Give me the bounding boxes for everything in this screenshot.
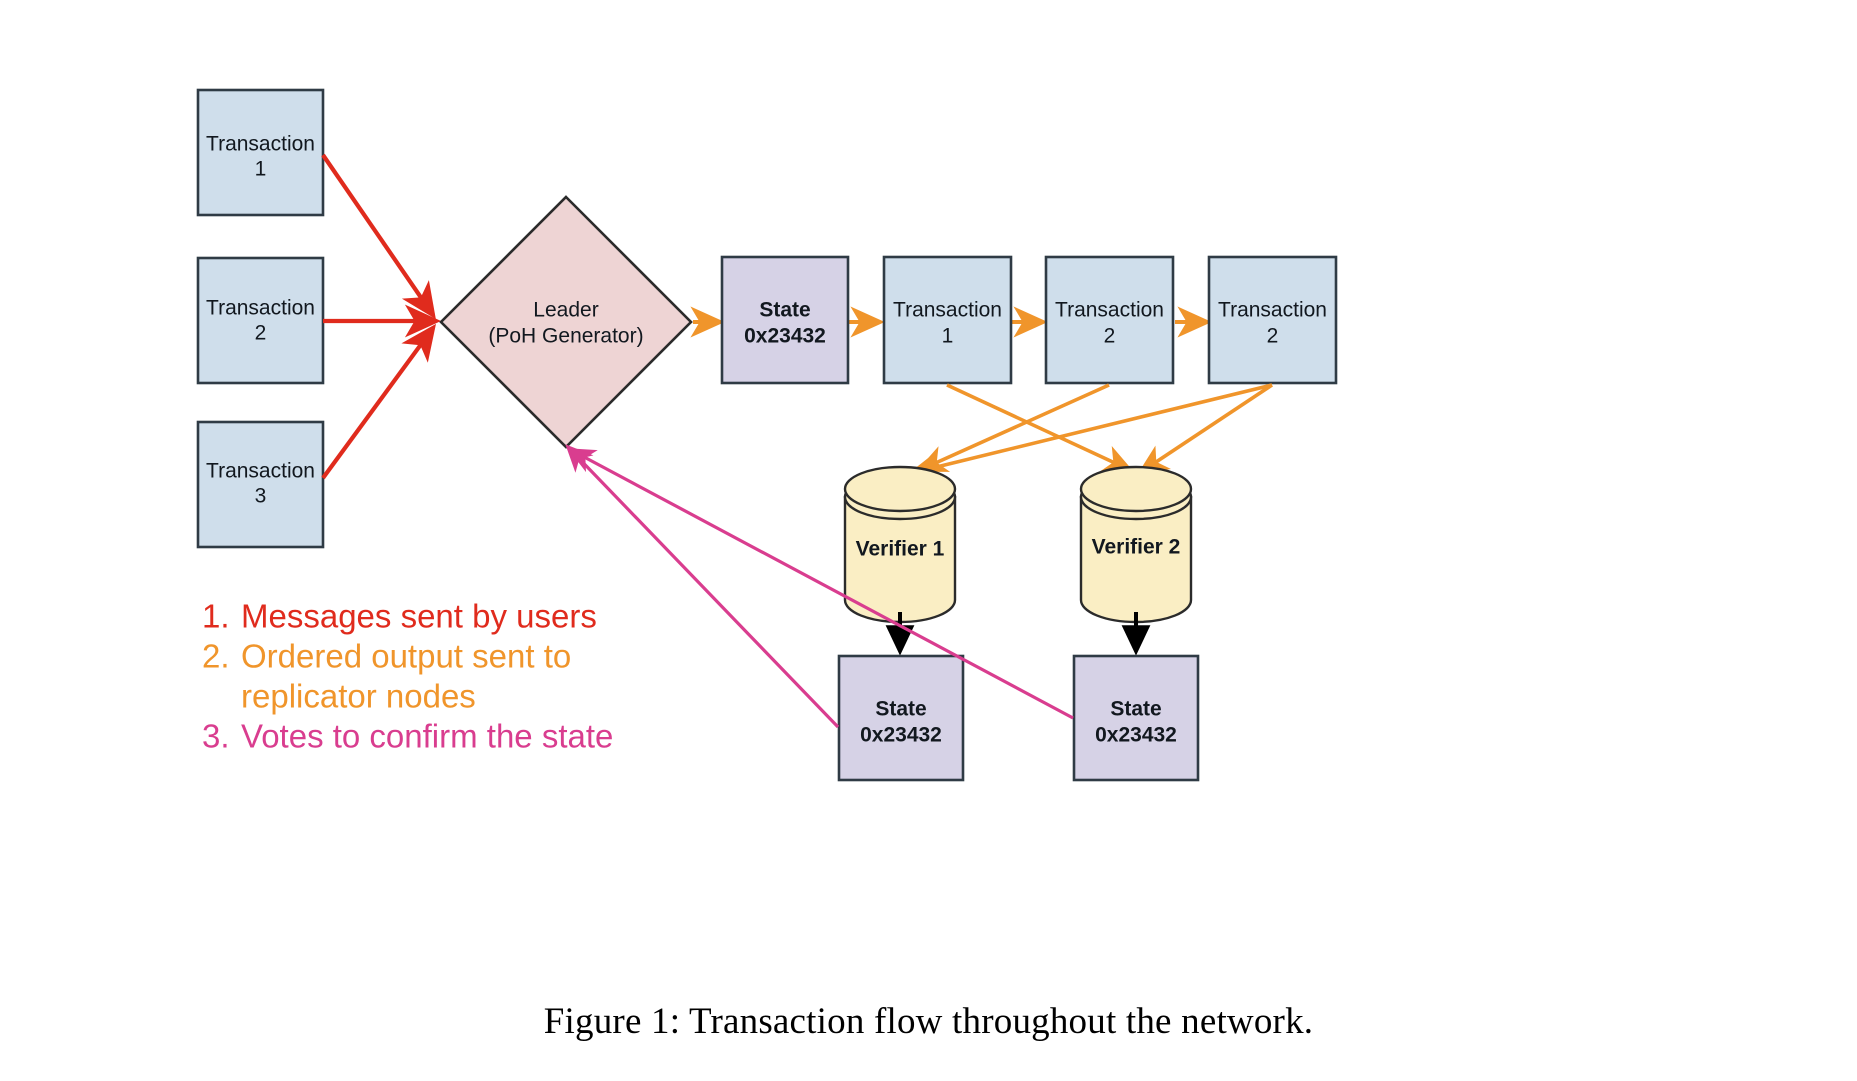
legend-item-3-number: 3. [202, 718, 230, 755]
legend-item-2-number: 2. [202, 638, 230, 675]
verifier-2-state-line2: 0x23432 [1095, 724, 1177, 747]
input-transaction-2-line1: Transaction [206, 297, 315, 320]
legend-item-3-text: Votes to confirm the state [241, 718, 613, 755]
ledger-transaction-2[interactable]: Transaction 2 [1044, 255, 1175, 385]
arrow-tx3-to-verifier1 [907, 383, 1273, 481]
input-transaction-3-line1: Transaction [206, 460, 315, 483]
input-transaction-3[interactable]: Transaction 3 [196, 420, 325, 549]
input-transaction-3-line2: 3 [255, 485, 267, 508]
verifier-2-state-line1: State [1110, 698, 1161, 721]
ledger-tx3-line1: Transaction [1218, 299, 1327, 322]
legend-item-2-text: Ordered output sent to [241, 638, 571, 675]
legend-item-2-text-line2: replicator nodes [241, 678, 476, 715]
leader-label-line2: (PoH Generator) [488, 325, 643, 348]
input-transaction-2[interactable]: Transaction 2 [196, 256, 325, 385]
legend: 1. Messages sent by users 2. Ordered out… [202, 598, 613, 755]
ledger-tx2-line2: 2 [1104, 325, 1116, 348]
ledger-state-line2: 0x23432 [744, 325, 826, 348]
verifier-2-state-box[interactable]: State 0x23432 [1072, 654, 1200, 782]
arrow-user-tx1 [321, 153, 436, 320]
input-transaction-1-line2: 1 [255, 158, 267, 181]
arrow-tx1-to-verifier2 [946, 383, 1134, 472]
ledger-tx3-line2: 2 [1267, 325, 1279, 348]
arrow-tx2-to-verifier1 [916, 383, 1110, 472]
verifier-1-state-box[interactable]: State 0x23432 [837, 654, 965, 782]
ledger-transaction-1[interactable]: Transaction 1 [882, 255, 1013, 385]
input-transaction-1[interactable]: Transaction 1 [196, 88, 325, 217]
arrow-tx3-to-verifier2 [1137, 383, 1273, 475]
verifier-1-state-line2: 0x23432 [860, 724, 942, 747]
ledger-transaction-3[interactable]: Transaction 2 [1207, 255, 1338, 385]
ledger-tx1-line1: Transaction [893, 299, 1002, 322]
verifier-1-label: Verifier 1 [856, 538, 945, 561]
verifier-1[interactable]: Verifier 1 [843, 465, 957, 624]
verifier-2[interactable]: Verifier 2 [1079, 465, 1193, 624]
ledger-tx1-line2: 1 [942, 325, 954, 348]
ledger-tx2-line1: Transaction [1055, 299, 1164, 322]
arrow-vote-state2-to-leader [567, 448, 1074, 720]
input-transaction-2-line2: 2 [255, 322, 267, 345]
figure-caption: Figure 1: Transaction flow throughout th… [543, 1001, 1314, 1042]
ledger-state-box[interactable]: State 0x23432 [720, 255, 850, 385]
legend-item-1-number: 1. [202, 598, 230, 635]
leader-label-line1: Leader [533, 299, 598, 322]
leader-node[interactable]: Leader (PoH Generator) [439, 195, 693, 449]
arrow-user-tx3 [321, 323, 436, 480]
verifier-1-state-line1: State [875, 698, 926, 721]
legend-item-1-text: Messages sent by users [241, 598, 597, 635]
input-transaction-1-line1: Transaction [206, 133, 315, 156]
ledger-state-line1: State [759, 299, 810, 322]
arrow-vote-state1-to-leader [565, 444, 840, 729]
verifier-2-label: Verifier 2 [1092, 536, 1181, 559]
